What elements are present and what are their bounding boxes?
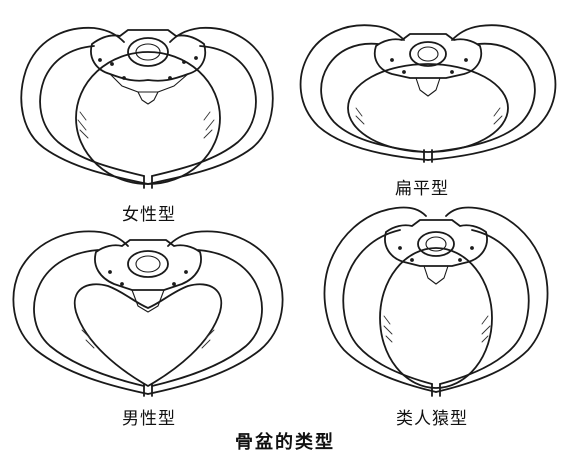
platypelloid-pelvis-drawing: [301, 25, 556, 162]
figure-title: 骨盆的类型: [0, 428, 570, 454]
anthropoid-pelvis-drawing: [325, 207, 548, 396]
platypelloid-label: 扁平型: [395, 174, 449, 199]
gynecoid-pelvis-drawing: [21, 28, 272, 188]
anthropoid-label: 类人猿型: [396, 404, 468, 429]
android-label: 男性型: [122, 404, 176, 429]
gynecoid-label: 女性型: [122, 200, 176, 225]
android-pelvis-drawing: [13, 231, 282, 396]
